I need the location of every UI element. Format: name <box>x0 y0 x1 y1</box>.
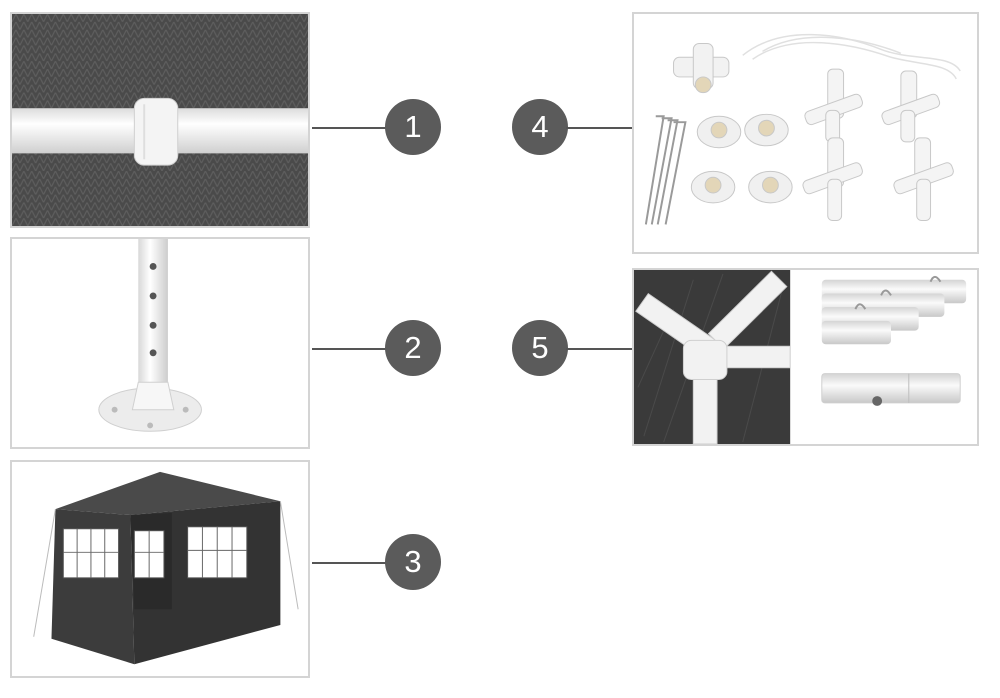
connector-line-1 <box>312 127 392 129</box>
adjust-hole <box>149 321 157 329</box>
panel-1-pole-strap-photo <box>10 12 310 228</box>
guy-rope <box>33 509 56 637</box>
leg-foot-illustration <box>12 239 308 447</box>
gazebo-window-left <box>62 528 120 579</box>
joint-poles-illustration <box>634 270 977 444</box>
callout-badge-2: 2 <box>385 320 441 376</box>
three-way-connectors <box>802 68 954 222</box>
push-button-pole <box>821 373 961 406</box>
guy-ropes <box>742 33 961 80</box>
pole-strap-illustration <box>12 14 308 226</box>
parts-illustration <box>634 14 977 252</box>
panel-2-leg-foot-photo <box>10 237 310 449</box>
connector-line-2 <box>312 348 392 350</box>
gazebo-roof <box>55 471 281 516</box>
panel-5-joint-poles-photo <box>632 268 979 446</box>
adjust-hole <box>149 292 157 300</box>
gazebo-illustration <box>12 462 308 676</box>
connector-line-5 <box>566 348 632 350</box>
gazebo-window-middle <box>133 530 165 579</box>
adjust-hole <box>149 349 157 357</box>
guy-rope <box>279 501 299 610</box>
push-button-lock <box>872 396 883 406</box>
leg-pole <box>138 239 168 387</box>
callout-badge-1: 1 <box>385 99 441 155</box>
roof-joint-connector <box>635 270 791 444</box>
connector-line-4 <box>566 127 632 129</box>
callout-badge-3: 3 <box>385 534 441 590</box>
panel-3-gazebo-photo <box>10 460 310 678</box>
adjust-hole <box>149 263 157 270</box>
telescopic-poles <box>821 275 967 345</box>
ground-pegs <box>644 115 687 225</box>
connector-line-3 <box>312 562 392 564</box>
callout-badge-5: 5 <box>512 320 568 376</box>
callout-badge-4: 4 <box>512 99 568 155</box>
velcro-strap <box>133 97 179 166</box>
gazebo-window-right <box>187 526 248 579</box>
corner-connector-top <box>673 43 730 94</box>
foot-plate-parts <box>690 113 793 204</box>
panel-4-parts-photo <box>632 12 979 254</box>
